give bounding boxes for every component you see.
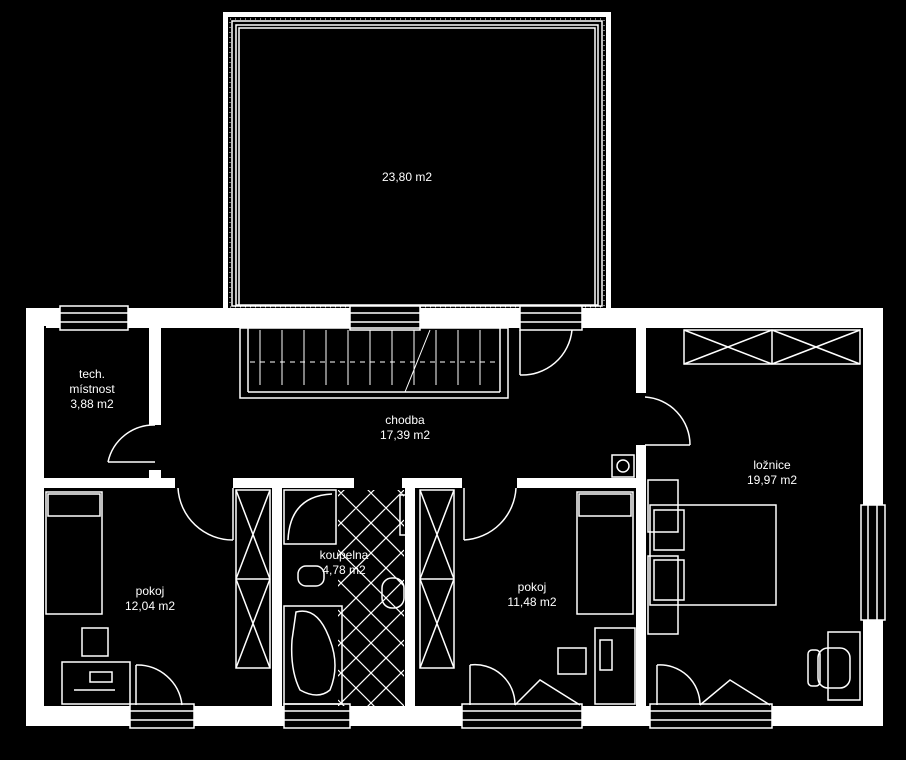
bathroom-fixtures [283,489,407,706]
doors [107,329,771,706]
room-right-label: pokoj 11,48 m2 [507,580,556,610]
tech-room-area: 3,88 m2 [70,397,114,411]
wardrobes [235,329,861,669]
terrace-area-label: 23,80 m2 [382,170,432,185]
corridor-name: chodba [385,413,425,427]
room-left-name: pokoj [135,584,165,598]
tech-room-name-2: místnost [69,382,115,396]
bathroom-label: koupelna 4,78 m2 [320,548,369,578]
tech-room-name-1: tech. [78,367,106,381]
tech-room-label: tech. místnost 3,88 m2 [69,367,114,412]
bedroom-name: ložnice [753,458,791,472]
bedroom-area: 19,97 m2 [746,473,798,487]
bathroom-area: 4,78 m2 [322,563,366,577]
desks [61,454,861,705]
terrace-area: 23,80 m2 [381,170,433,184]
terrace [223,12,611,312]
corridor-label: chodba 17,39 m2 [380,413,430,443]
windows [59,305,886,729]
staircase [239,327,509,399]
bathroom-name: koupelna [319,548,369,562]
exterior-walls [26,308,883,726]
room-right-name: pokoj [517,580,547,594]
corridor-area: 17,39 m2 [379,428,431,442]
room-left-label: pokoj 12,04 m2 [125,584,175,614]
room-left-area: 12,04 m2 [124,599,176,613]
room-right-area: 11,48 m2 [507,595,557,609]
beds [45,479,777,635]
bedroom-label: ložnice 19,97 m2 [747,458,797,488]
